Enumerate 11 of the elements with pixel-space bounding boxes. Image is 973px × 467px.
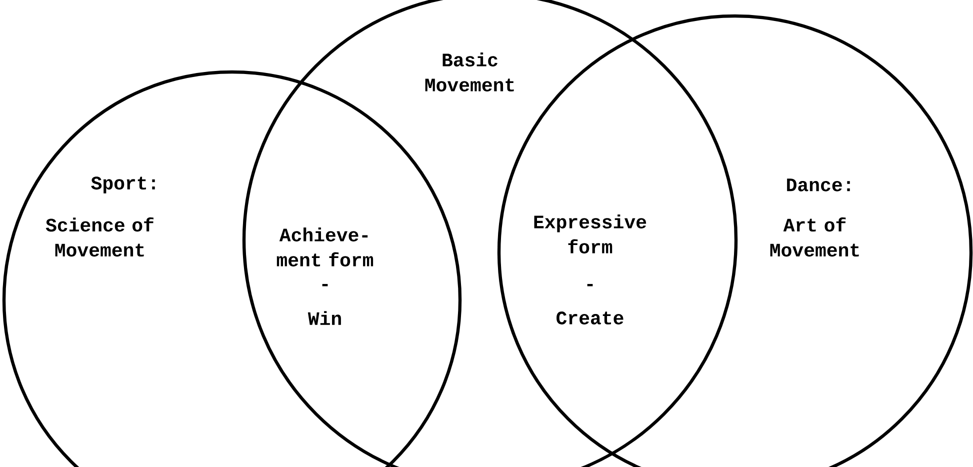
circle-label: Dance: bbox=[787, 178, 850, 192]
circle-label: Art of Movement bbox=[770, 217, 859, 257]
region-label: Achieve- ment form bbox=[276, 228, 374, 266]
region-label: Create bbox=[556, 312, 624, 324]
region-label: - bbox=[322, 284, 328, 286]
circle-label: Science of Movement bbox=[46, 217, 154, 257]
circle-label: Basic Movement bbox=[425, 52, 514, 92]
region-label: - bbox=[587, 284, 593, 286]
region-label: Expressive form bbox=[534, 214, 646, 254]
region-label: Win bbox=[308, 311, 341, 325]
circle-label: Sport: bbox=[91, 176, 155, 194]
